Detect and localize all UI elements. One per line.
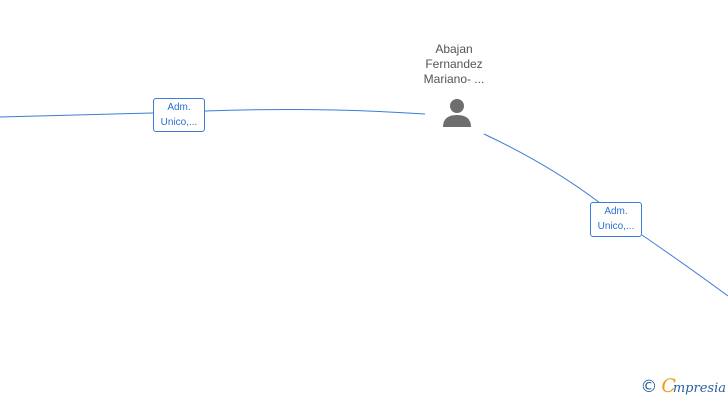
person-name-line: Fernandez bbox=[425, 57, 483, 71]
edge-label-line: Adm. bbox=[167, 102, 191, 113]
footer-brand: © Cmpresia bbox=[640, 376, 726, 399]
edge-line-left bbox=[0, 109, 426, 118]
person-icon[interactable] bbox=[440, 97, 474, 129]
person-node-name[interactable]: Abajan Fernandez Mariano- ... bbox=[404, 42, 504, 87]
edge-label-line: Adm. bbox=[604, 206, 628, 217]
brand-initial: C bbox=[661, 374, 676, 397]
edge-label-role[interactable]: Adm. Unico,... bbox=[590, 202, 642, 237]
copyright-icon: © bbox=[640, 377, 658, 397]
edge-label-line: Unico,... bbox=[597, 221, 635, 232]
brand-name: mpresia bbox=[672, 380, 726, 396]
brand-logo[interactable]: Cmpresia bbox=[661, 376, 726, 399]
edge-line-right bbox=[483, 133, 728, 297]
edge-label-role[interactable]: Adm. Unico,... bbox=[153, 98, 205, 132]
edge-label-line: Unico,... bbox=[160, 117, 198, 128]
person-name-line: Mariano- ... bbox=[423, 72, 485, 86]
person-name-line: Abajan bbox=[435, 42, 473, 56]
